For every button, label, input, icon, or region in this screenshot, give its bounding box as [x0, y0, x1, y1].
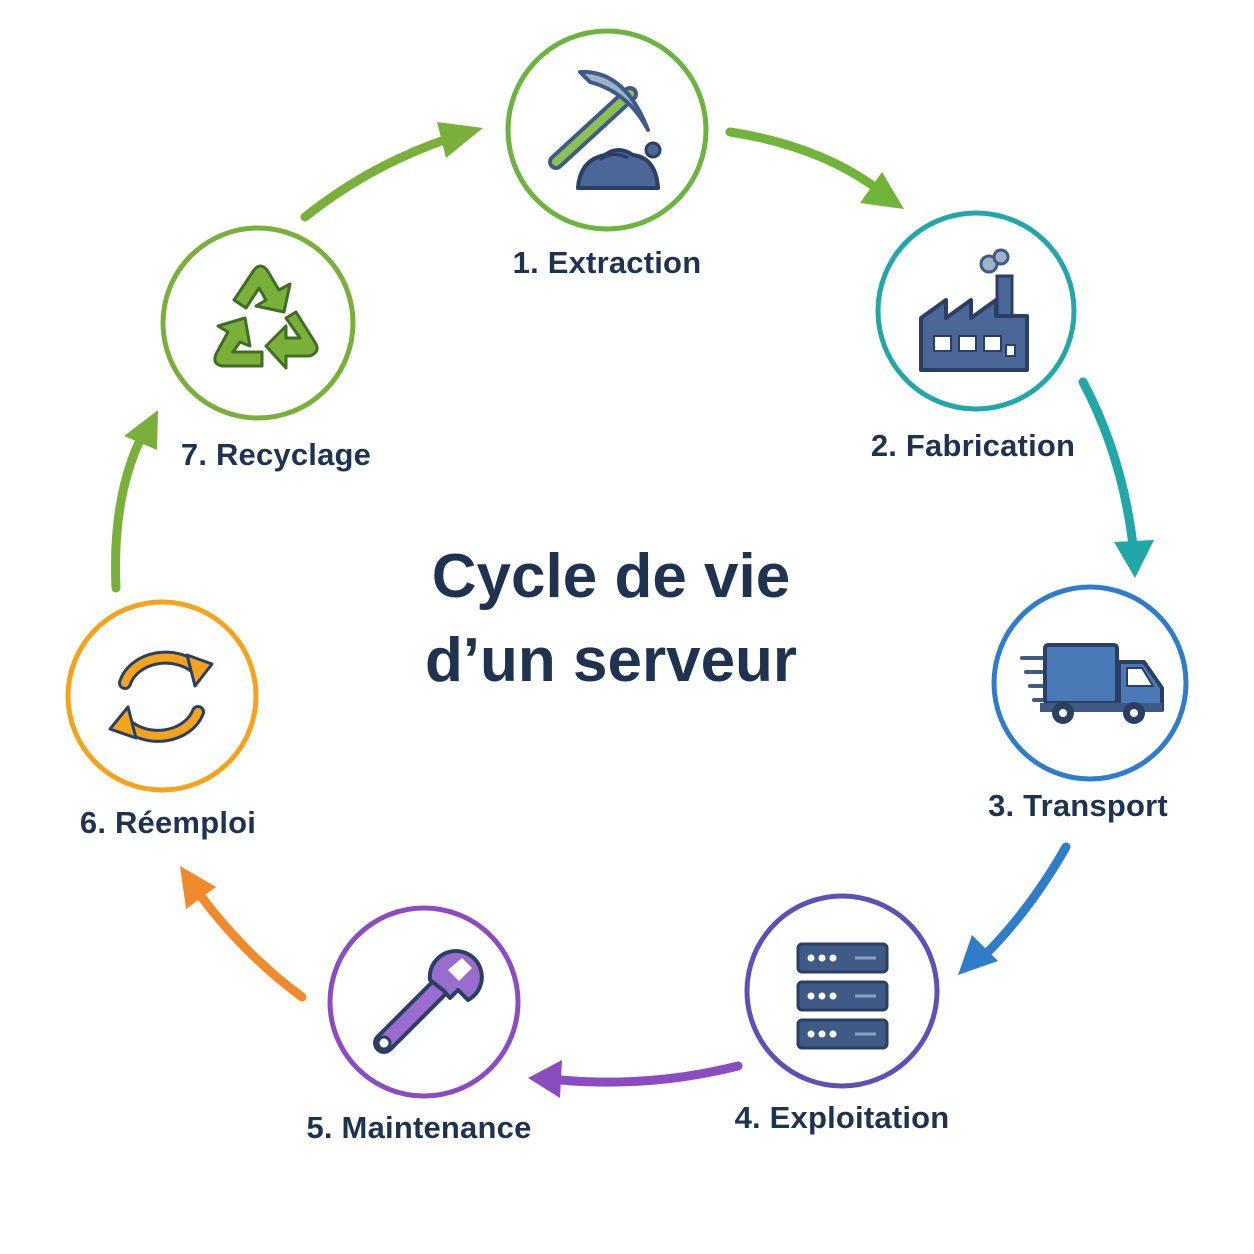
arrow-reemploi-to-recyclage	[111, 410, 158, 593]
diagram-title: Cycle de vie d’un serveur	[425, 535, 797, 703]
arrow-exploitation-to-maintenance	[528, 1060, 743, 1098]
step-reemploi-node	[65, 599, 259, 793]
step-transport-node	[991, 584, 1189, 782]
truck-icon	[1020, 643, 1164, 724]
step-maintenance-node	[327, 905, 521, 1099]
arrow-transport-to-exploitation	[958, 842, 1071, 975]
label-recyclage: 7. Recyclage	[180, 437, 372, 472]
label-maintenance: 5. Maintenance	[306, 1110, 532, 1145]
title-line-2: d’un serveur	[424, 626, 798, 695]
arrow-extraction-to-fabrication	[725, 127, 904, 209]
label-fabrication: 2. Fabrication	[870, 428, 1076, 463]
step-exploitation-node	[744, 893, 940, 1089]
server-rack-icon	[796, 942, 889, 1050]
pickaxe-icon	[548, 69, 662, 190]
arrow-maintenance-to-reemploi	[180, 866, 307, 1002]
arrow-recyclage-to-extraction	[300, 122, 483, 222]
wrench-icon	[373, 949, 484, 1054]
step-recyclage-node	[160, 225, 356, 421]
arrow-fabrication-to-transport	[1078, 377, 1154, 578]
label-extraction: 1. Extraction	[512, 245, 702, 280]
factory-icon	[919, 248, 1029, 372]
label-reemploi: 6. Réemploi	[79, 805, 257, 840]
step-fabrication-node	[875, 210, 1077, 412]
label-transport: 3. Transport	[988, 788, 1168, 823]
recycle-icon	[213, 264, 319, 370]
title-line-1: Cycle de vie	[431, 542, 791, 611]
step-extraction-node	[505, 28, 709, 232]
label-exploitation: 4. Exploitation	[734, 1100, 950, 1135]
refresh-icon	[108, 650, 214, 743]
